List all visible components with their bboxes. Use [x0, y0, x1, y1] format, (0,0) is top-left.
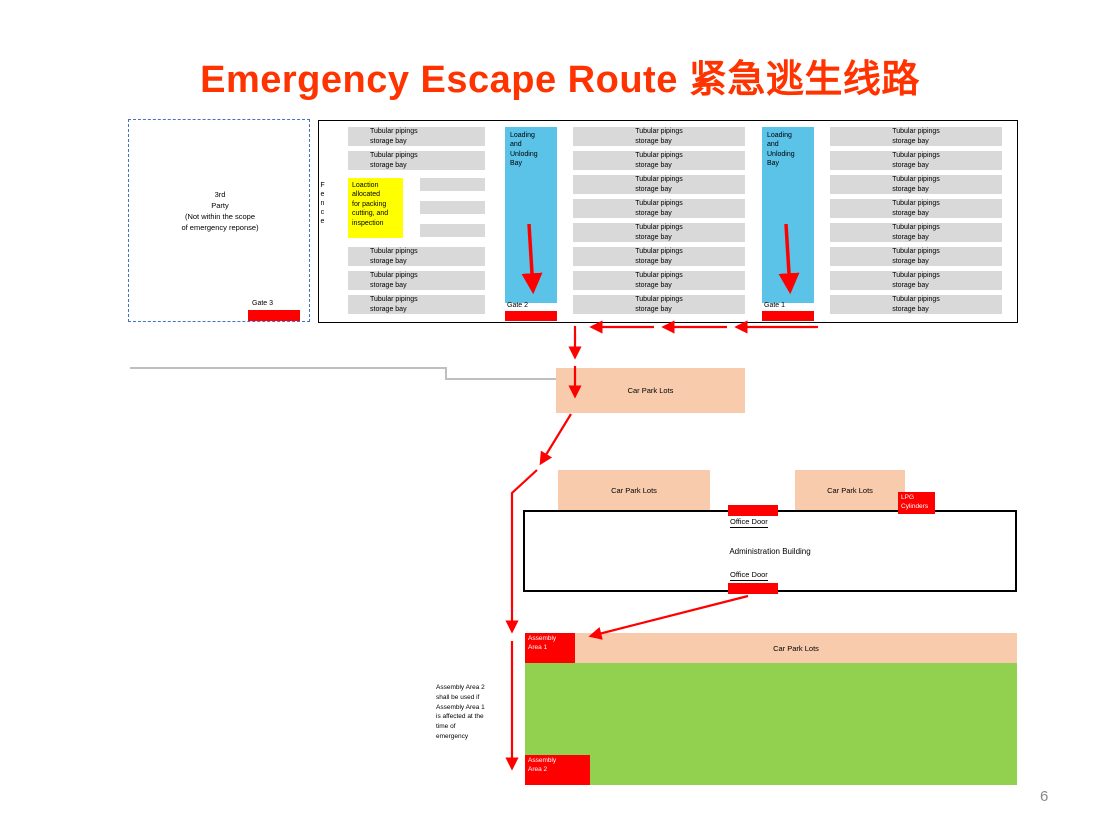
storage-bay: Tubular pipings storage bay — [573, 271, 745, 290]
storage-bay: Tubular pipings storage bay — [573, 151, 745, 170]
storage-bay-empty — [420, 224, 485, 237]
storage-bay: Tubular pipings storage bay — [830, 151, 1002, 170]
third-party-area — [128, 119, 310, 322]
loading-bay: Loading and Unloding Bay — [505, 127, 557, 303]
storage-bay: Tubular pipings storage bay — [573, 175, 745, 194]
administration-building: Administration Building — [523, 510, 1017, 592]
storage-bay: Tubular pipings storage bay — [573, 295, 745, 314]
third-party-label: 3rd Party (Not within the scope of emerg… — [181, 190, 259, 232]
storage-bay: Tubular pipings storage bay — [830, 247, 1002, 266]
packing-area: Loaction allocated for packing cutting, … — [348, 178, 403, 238]
car-park-mid-right: Car Park Lots — [795, 470, 905, 510]
storage-bay: Tubular pipings storage bay — [830, 271, 1002, 290]
storage-bay: Tubular pipings storage bay — [830, 199, 1002, 218]
car-park-mid-left: Car Park Lots — [558, 470, 710, 510]
storage-bay: Tubular pipings storage bay — [573, 223, 745, 242]
office-door-bottom-marker — [728, 583, 778, 594]
storage-bay: Tubular pipings storage bay — [348, 151, 485, 170]
gate2-marker — [505, 311, 557, 321]
car-park-top: Car Park Lots — [556, 368, 745, 413]
car-park-bottom: Car Park Lots — [575, 633, 1017, 663]
assembly-area-2: Assembly Area 2 — [525, 755, 590, 785]
assembly-area-1: Assembly Area 1 — [525, 633, 575, 663]
office-door-bottom-label: Office Door — [730, 570, 768, 581]
gate2-label: Gate 2 — [507, 302, 529, 309]
gate3-marker — [248, 310, 300, 321]
field-area — [525, 663, 1017, 785]
storage-bay: Tubular pipings storage bay — [830, 175, 1002, 194]
arrow-office-to-assembly-1 — [588, 594, 749, 640]
office-door-top-label: Office Door — [730, 517, 768, 528]
storage-bay-empty — [420, 178, 485, 191]
loading-bay: Loading and Unloding Bay — [762, 127, 814, 303]
assembly-note: Assembly Area 2 shall be used if Assembl… — [436, 684, 485, 740]
storage-bay: Tubular pipings storage bay — [830, 223, 1002, 242]
storage-bay: Tubular pipings storage bay — [348, 271, 485, 290]
lpg-cylinders: LPG Cylinders — [898, 492, 935, 514]
gate1-marker — [762, 311, 814, 321]
storage-bay: Tubular pipings storage bay — [573, 247, 745, 266]
storage-bay: Tubular pipings storage bay — [830, 295, 1002, 314]
office-door-top-marker — [728, 505, 778, 516]
storage-bay: Tubular pipings storage bay — [573, 199, 745, 218]
storage-bay: Tubular pipings storage bay — [348, 247, 485, 266]
site-boundary-line — [130, 367, 556, 380]
gate1-label: Gate 1 — [764, 302, 786, 309]
arrow-carpark-diagonal — [539, 413, 572, 466]
gate3-label: Gate 3 — [252, 300, 274, 307]
storage-bay: Tubular pipings storage bay — [830, 127, 1002, 146]
storage-bay-empty — [420, 201, 485, 214]
page-number: 6 — [1040, 788, 1049, 805]
storage-bay: Tubular pipings storage bay — [348, 127, 485, 146]
fence-label: Fence — [319, 182, 326, 227]
storage-bay: Tubular pipings storage bay — [573, 127, 745, 146]
page-title: Emergency Escape Route 紧急逃生线路 — [200, 59, 920, 101]
storage-bay: Tubular pipings storage bay — [348, 295, 485, 314]
